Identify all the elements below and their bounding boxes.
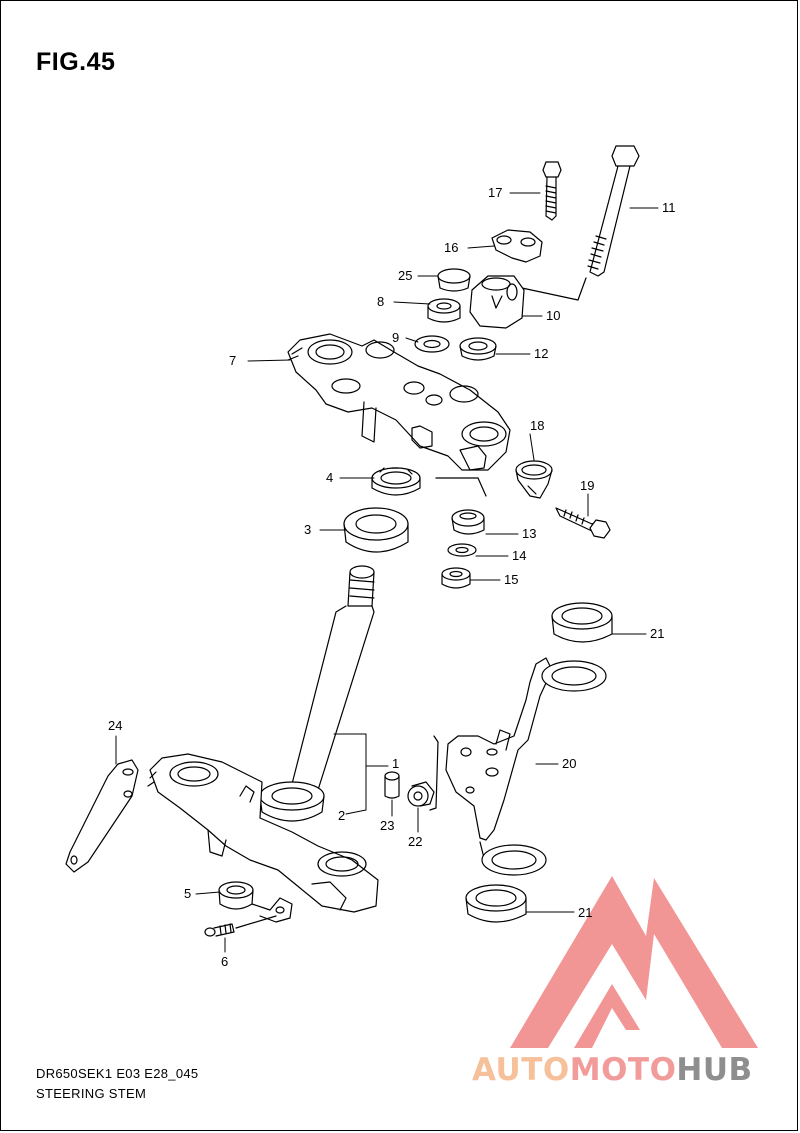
callout-20: 20 xyxy=(562,756,576,771)
callout-19: 19 xyxy=(580,478,594,493)
callout-14: 14 xyxy=(512,548,526,563)
part-3-bearing xyxy=(343,507,409,553)
part-20-upper-ring xyxy=(541,660,607,692)
callout-12: 12 xyxy=(534,346,548,361)
watermark-text: AUTOMOTOHUB xyxy=(472,1052,753,1088)
callout-11: 11 xyxy=(662,200,676,215)
callout-labels: 1 2 3 4 5 6 7 8 9 10 11 12 13 14 15 16 1… xyxy=(108,185,676,969)
part-20-lower-ring xyxy=(479,841,547,876)
model-code: DR650SEK1 E03 E28_045 xyxy=(36,1066,199,1081)
part-10-handlebar-holder xyxy=(469,275,525,329)
part-22-damper xyxy=(407,781,435,807)
callout-8: 8 xyxy=(377,294,384,309)
callout-7: 7 xyxy=(229,353,236,368)
leader-lines xyxy=(115,192,659,953)
callout-2: 2 xyxy=(338,808,345,823)
part-24-stay xyxy=(65,759,139,873)
callout-9: 9 xyxy=(392,330,399,345)
watermark-hub: HUB xyxy=(676,1052,753,1088)
part-8-nut xyxy=(427,298,461,323)
part-15-nut xyxy=(441,567,471,589)
part-12-damper xyxy=(459,337,497,361)
part-21-grommet-upper xyxy=(551,602,613,643)
figure-title: FIG.45 xyxy=(36,48,116,76)
watermark-auto: AUTO xyxy=(472,1052,570,1088)
callout-23: 23 xyxy=(380,818,394,833)
section-name: STEERING STEM xyxy=(36,1086,147,1101)
part-23-collar xyxy=(384,771,400,799)
part-19-bolt xyxy=(555,507,611,539)
part-20-headlight-bracket xyxy=(429,657,553,841)
part-4-steering-stem-nut xyxy=(371,467,421,496)
part-5-grommet xyxy=(218,881,293,923)
watermark-logo xyxy=(510,876,758,1048)
part-18-clamp xyxy=(515,460,553,499)
watermark-moto: MOTO xyxy=(569,1052,677,1088)
part-17-bolt xyxy=(542,161,562,221)
callout-25: 25 xyxy=(398,268,412,283)
callout-6: 6 xyxy=(221,954,228,969)
callout-5: 5 xyxy=(184,886,191,901)
part-6-screw xyxy=(204,915,277,937)
callout-3: 3 xyxy=(304,522,311,537)
part-7-upper-bracket xyxy=(287,333,511,471)
lower-bracket xyxy=(147,753,379,913)
callout-17: 17 xyxy=(488,185,502,200)
part-2-bearing-lower xyxy=(259,781,325,822)
callout-10: 10 xyxy=(546,308,560,323)
callout-4: 4 xyxy=(326,470,333,485)
callout-1: 1 xyxy=(392,756,399,771)
part-1-steering-stem xyxy=(291,565,375,791)
part-21-grommet-lower xyxy=(465,884,527,923)
part-11-long-bolt xyxy=(521,145,640,301)
callout-15: 15 xyxy=(504,572,518,587)
part-9-washer xyxy=(414,335,450,353)
callout-22: 22 xyxy=(408,834,422,849)
part-13-holder xyxy=(435,477,487,535)
callout-24: 24 xyxy=(108,718,122,733)
part-25-cap xyxy=(437,268,471,292)
part-16-handlebar-clamp-upper xyxy=(491,229,543,263)
callout-16: 16 xyxy=(444,240,458,255)
callout-18: 18 xyxy=(530,418,544,433)
callout-21-lower: 21 xyxy=(578,905,592,920)
callout-13: 13 xyxy=(522,526,536,541)
part-14-washer xyxy=(447,543,477,557)
callout-21-upper: 21 xyxy=(650,626,664,641)
